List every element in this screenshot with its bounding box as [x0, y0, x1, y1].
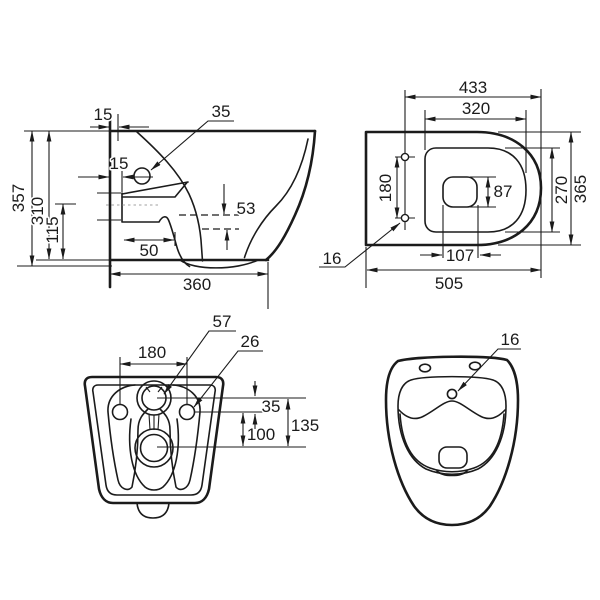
dim-label-fixing-hole-dia: 16 — [323, 249, 342, 268]
dim-label-drain-length: 87 — [494, 182, 513, 201]
front-seat-hole-right — [468, 361, 482, 371]
front-seat-hole-left — [418, 363, 432, 373]
dim-label-inlet-setback: 15 — [110, 154, 129, 173]
dim-label-depth-body: 360 — [183, 275, 211, 294]
rear-inner-outline — [91, 384, 217, 496]
dim-label-inlet-depth: 50 — [140, 241, 159, 260]
dim-label-drain-offset: 107 — [446, 246, 474, 265]
dim-label-bolt-hole-dia: 26 — [241, 332, 260, 351]
rear-neck-hatch — [148, 413, 160, 431]
rear-bottom-bump — [136, 502, 170, 519]
dim-label-inlet-bolt-offset: 35 — [262, 397, 281, 416]
plan-fixing-hole-lower — [400, 213, 410, 223]
side-right-profile — [264, 129, 317, 262]
rear-bolt-hole-left — [111, 403, 129, 421]
front-waterline — [398, 400, 506, 420]
dim-label-bowl-width: 320 — [462, 99, 490, 118]
dim-label-depth-front-rim: 433 — [459, 78, 487, 97]
dim-label-body-width: 365 — [571, 175, 590, 203]
leader-flush-inlet — [163, 330, 236, 395]
view-front: 16 — [384, 329, 521, 527]
dim-label-hole-pitch: 180 — [376, 174, 395, 202]
rear-bolt-hole-right — [178, 403, 196, 421]
plan-fixing-hole-upper — [400, 152, 410, 162]
rear-left-arm — [107, 384, 149, 491]
dim-label-bolt-pitch: 180 — [138, 343, 166, 362]
leader-bolt-hole — [193, 350, 263, 408]
front-drain-shadow — [436, 470, 468, 477]
side-inner-bowl-curve — [136, 131, 204, 262]
rear-outlet-inner — [139, 433, 169, 463]
side-inlet-wedge — [121, 181, 189, 198]
side-inner-back-curve — [243, 138, 309, 259]
dim-label-trap-hole: 35 — [212, 102, 231, 121]
leader-trap-hole — [150, 120, 234, 171]
dim-label-overflow-hole-dia: 16 — [501, 330, 520, 349]
rear-body-outline — [83, 375, 225, 505]
dim-label-inlet-outlet-offset: 135 — [291, 416, 319, 435]
dim-label-outlet-axis: 115 — [43, 216, 62, 243]
dim-label-flush-inlet-dia: 57 — [213, 312, 232, 331]
plan-rim-outline — [424, 147, 527, 233]
view-side-section: 15 35 15 357 310 115 53 50 360 — [8, 101, 317, 309]
dim-label-height-body: 310 — [28, 197, 47, 225]
view-plan: 433 320 180 16 87 270 365 107 505 — [319, 77, 592, 295]
side-inlet-box — [121, 192, 191, 268]
front-rim-outline — [397, 375, 507, 476]
rear-center-arch — [128, 418, 180, 491]
rear-right-arm — [159, 384, 201, 491]
front-bowl-inner — [399, 413, 505, 473]
side-trap-hole — [133, 167, 151, 185]
dim-label-height-overall: 357 — [9, 184, 28, 212]
front-body-outline — [384, 355, 520, 527]
leader-fixing-hole — [319, 222, 401, 268]
dim-label-bowl-length: 270 — [552, 176, 571, 204]
view-rear: 180 57 26 35 100 135 — [83, 311, 321, 519]
dim-label-wall-gap: 15 — [94, 105, 113, 124]
plan-drain-outline — [442, 176, 478, 208]
front-drain — [438, 446, 468, 469]
leader-overflow-hole — [457, 348, 521, 392]
front-overflow-hole — [446, 388, 458, 400]
dim-label-seat-drop: 53 — [237, 199, 256, 218]
rear-inlet-connectors — [145, 386, 163, 393]
dim-label-depth-overall: 505 — [435, 274, 463, 293]
dim-label-bolt-outlet-offset: 100 — [247, 425, 275, 444]
